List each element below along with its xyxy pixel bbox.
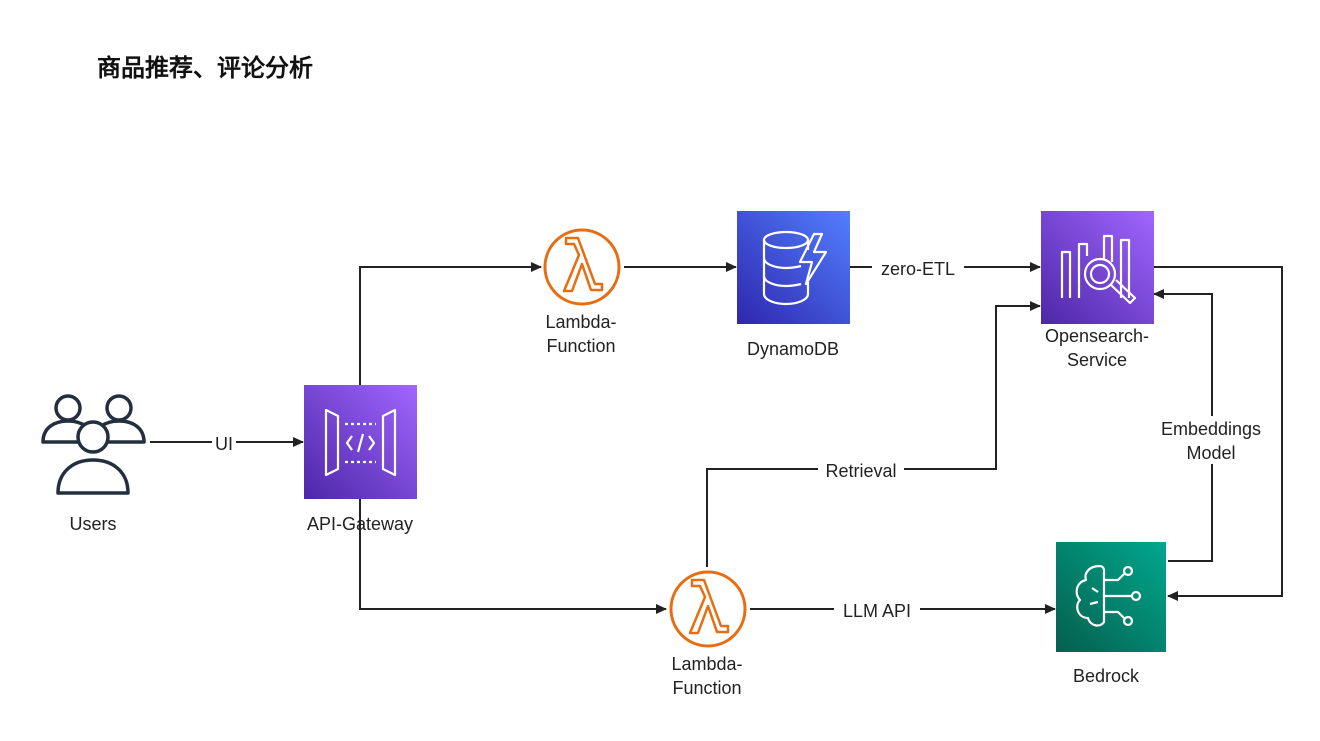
edge-label-ui: UI bbox=[215, 434, 233, 454]
bedrock-label: Bedrock bbox=[1073, 666, 1140, 686]
api-gateway-label: API-Gateway bbox=[307, 514, 413, 534]
edge-label-llm-api: LLM API bbox=[843, 601, 911, 621]
node-bedrock: Bedrock bbox=[1056, 542, 1166, 686]
node-lambda-bottom: Lambda- Function bbox=[669, 570, 747, 698]
lambda-bottom-label-line2: Function bbox=[672, 678, 741, 698]
node-dynamodb: DynamoDB bbox=[737, 211, 850, 359]
node-lambda-top: Lambda- Function bbox=[543, 228, 621, 356]
edge-apigw-lambda-bottom bbox=[359, 499, 667, 614]
edge-label-embeddings-line1: Embeddings bbox=[1161, 419, 1261, 439]
users-label: Users bbox=[69, 514, 116, 534]
edge-apigw-lambda-top bbox=[359, 262, 542, 385]
page-title: 商品推荐、评论分析 bbox=[97, 54, 313, 82]
edge-retrieval bbox=[706, 301, 1041, 567]
node-users: Users bbox=[41, 394, 146, 534]
edge-label-retrieval: Retrieval bbox=[825, 461, 896, 481]
opensearch-icon bbox=[1041, 211, 1154, 324]
dynamodb-label: DynamoDB bbox=[747, 339, 839, 359]
lambda-icon bbox=[669, 570, 747, 648]
edge-label-zero-etl: zero-ETL bbox=[881, 259, 955, 279]
lambda-icon bbox=[543, 228, 621, 306]
lambda-top-label-line1: Lambda- bbox=[545, 312, 616, 332]
edge-label-embeddings-line2: Model bbox=[1186, 443, 1235, 463]
edge-opensearch-bedrock bbox=[1154, 266, 1283, 601]
node-api-gateway: API-Gateway bbox=[304, 385, 417, 534]
lambda-bottom-label-line1: Lambda- bbox=[671, 654, 742, 674]
opensearch-label-line1: Opensearch- bbox=[1045, 326, 1149, 346]
lambda-top-label-line2: Function bbox=[546, 336, 615, 356]
users-icon bbox=[41, 394, 146, 495]
opensearch-label-line2: Service bbox=[1067, 350, 1127, 370]
node-opensearch: Opensearch- Service bbox=[1041, 211, 1154, 370]
